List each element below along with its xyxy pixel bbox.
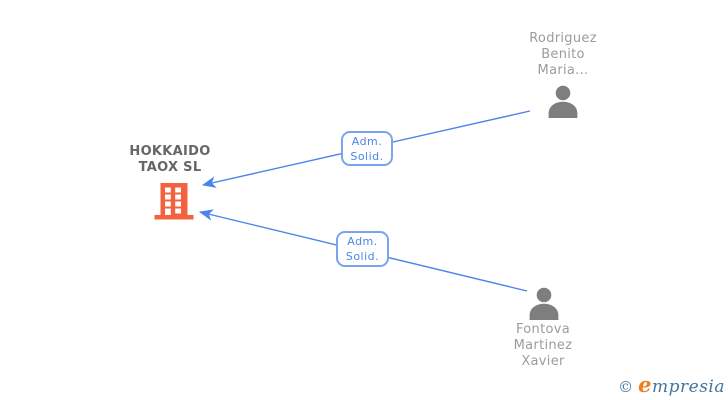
person-name-line: Xavier — [521, 354, 565, 369]
person-icon[interactable] — [546, 85, 580, 118]
person-name-line: Maria... — [537, 63, 589, 78]
person-name-rodriguez[interactable]: Rodriguez Benito Maria... — [493, 31, 633, 79]
person-name-line: Martinez — [513, 338, 573, 353]
company-name[interactable]: HOKKAIDO TAOX SL — [98, 144, 242, 176]
relation-label-top: Adm. Solid. — [341, 131, 393, 166]
person-name-fontova[interactable]: Fontova Martinez Xavier — [473, 322, 613, 370]
relation-label-line: Adm. — [347, 235, 378, 248]
building-icon[interactable] — [154, 183, 194, 220]
relation-label-line: Adm. — [351, 134, 383, 148]
relation-label-line: Solid. — [350, 149, 384, 163]
person-name-line: Fontova — [515, 322, 571, 337]
brand-rest: mpresia — [652, 377, 725, 397]
person-name-line: Rodriguez — [529, 31, 597, 46]
brand-initial: e — [638, 372, 652, 397]
company-name-line: TAOX SL — [138, 160, 202, 175]
brand-wordmark: empresia — [638, 372, 725, 397]
relation-label-line: Solid. — [345, 250, 380, 263]
company-name-line: HOKKAIDO — [129, 144, 211, 159]
relation-label-bottom: Adm. Solid. — [336, 231, 389, 267]
person-icon[interactable] — [527, 287, 561, 320]
empresia-logo: © empresia — [618, 372, 725, 397]
copyright-icon: © — [618, 378, 634, 396]
person-name-line: Benito — [541, 47, 585, 62]
